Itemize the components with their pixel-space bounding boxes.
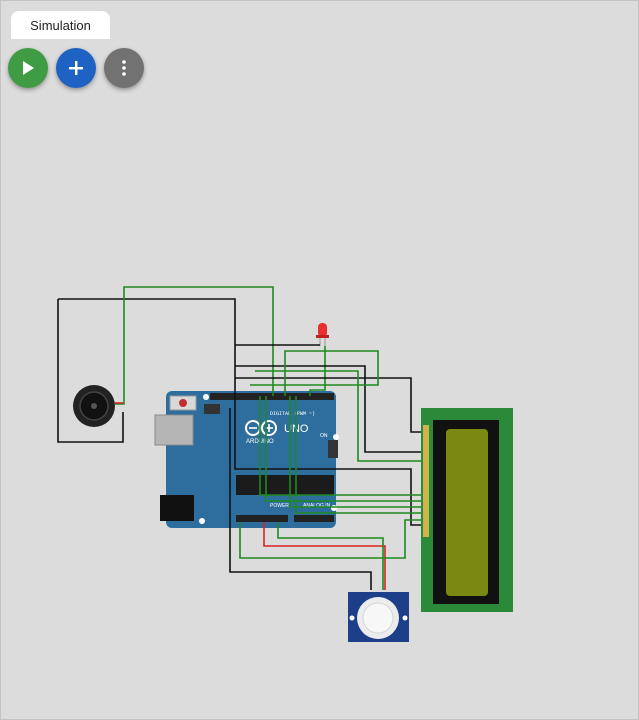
analog-pins-label: ANALOG IN	[303, 503, 331, 509]
piezo-buzzer[interactable]	[73, 385, 115, 427]
wires	[57, 286, 421, 590]
digital-pins-label: DIGITAL (PWM ~)	[270, 411, 315, 417]
play-icon	[23, 61, 34, 75]
plus-icon	[69, 61, 83, 75]
arduino-uno-board[interactable]: ARDUINO UNO DIGITAL (PWM ~) POWER ANALOG…	[154, 391, 339, 528]
power-pins-label: POWER	[270, 503, 289, 509]
tab-simulation[interactable]: Simulation	[11, 11, 110, 39]
vertical-dots-icon	[122, 60, 126, 76]
lcd-16x2-display[interactable]	[421, 408, 513, 612]
more-options-button[interactable]	[104, 48, 144, 88]
power-led-label: ON	[320, 433, 328, 439]
add-component-button[interactable]	[56, 48, 96, 88]
red-led[interactable]	[316, 323, 329, 346]
start-simulation-button[interactable]	[8, 48, 48, 88]
pir-motion-sensor[interactable]	[348, 592, 409, 642]
